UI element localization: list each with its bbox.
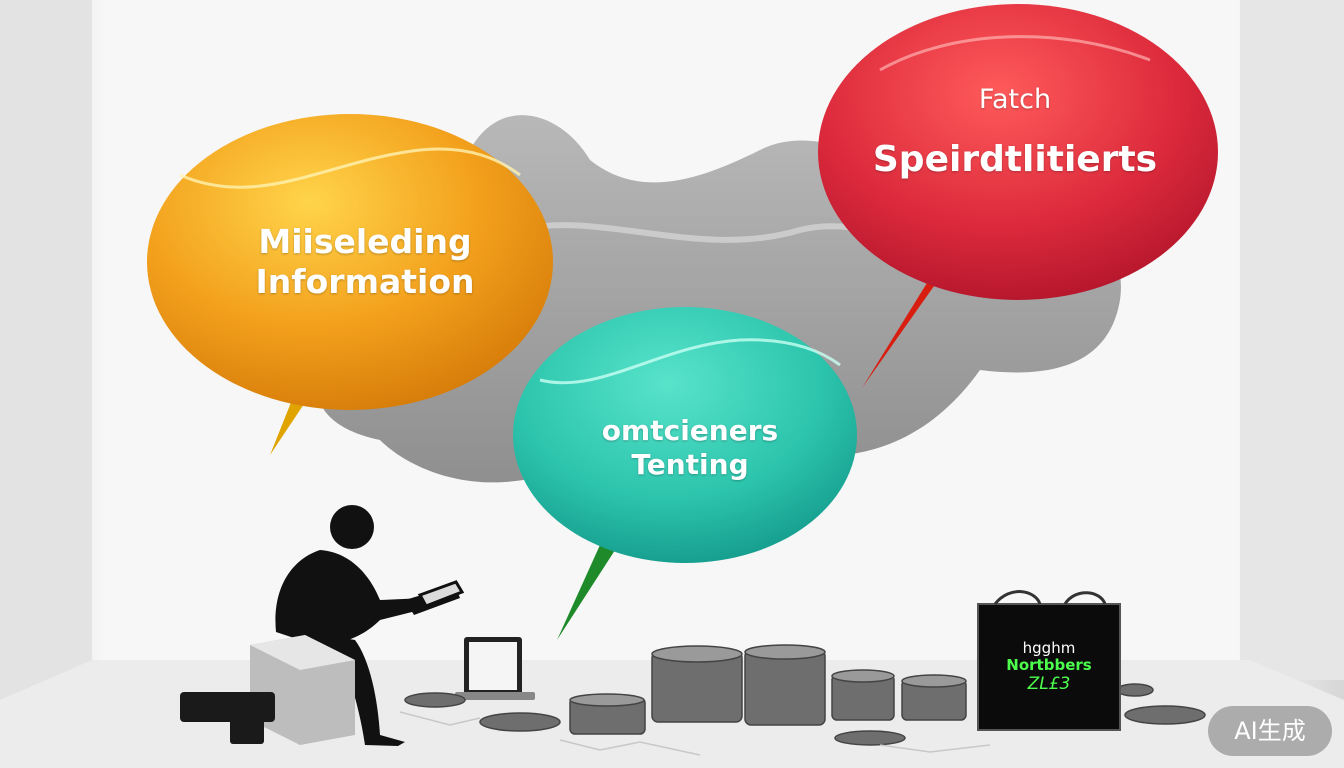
teal-bubble-label: omtcieners Tenting [515,414,865,481]
coin-stacks [404,644,1206,746]
right-pillar [1240,0,1344,680]
laptop-device [455,637,535,700]
teal-bubble-tail [557,530,628,640]
bag-sign-text: hgghm Nortbbers ZL£3 [984,639,1114,694]
orange-bubble-highlight [179,147,521,189]
orange-line-1: Miiseleding [258,222,472,261]
teal-line-2: Tenting [631,447,749,481]
orange-bubble-label: Miiseleding Information [180,222,550,301]
red-bubble-highlight [879,35,1151,72]
left-pillar [0,0,92,700]
sign-line-3: ZL£3 [1027,673,1071,694]
shopping-bag-sign [977,590,1121,731]
teal-speech-bubble [513,307,857,563]
ai-generated-badge: AI生成 [1208,706,1332,756]
tablet-device [417,580,465,608]
red-line-2: Speirdtlitierts [872,139,1158,181]
sign-line-2: Nortbbers [1006,656,1092,675]
seat-box [180,635,355,745]
teal-line-1: omtcieners [601,414,779,447]
floor-cracks [399,711,991,756]
red-bubble-label: Fatch Speirdtlitierts [840,84,1190,182]
red-line-1: Fatch [978,84,1052,115]
teal-bubble-highlight [539,338,841,385]
sign-line-1: hgghm [1022,639,1076,657]
orange-line-2: Information [255,261,475,301]
red-speech-bubble [818,4,1218,300]
